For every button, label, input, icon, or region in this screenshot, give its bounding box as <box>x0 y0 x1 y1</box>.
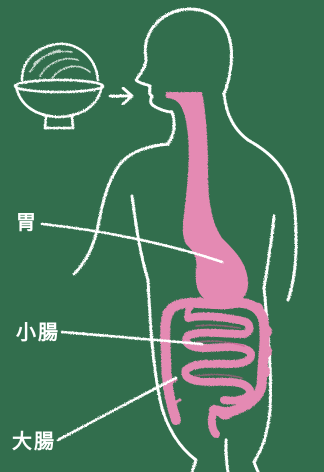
large-intestine-label: 大腸 <box>12 429 56 453</box>
small-intestine-label: 小腸 <box>16 320 60 344</box>
stomach-label: 胃 <box>16 210 38 234</box>
